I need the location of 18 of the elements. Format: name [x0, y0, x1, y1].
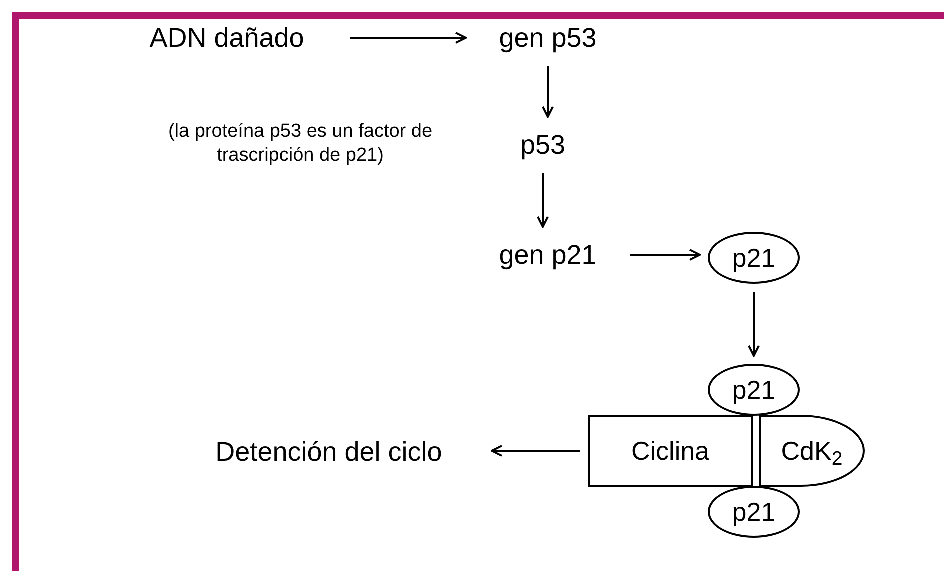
node-label: CdK$_{2}$	[781, 438, 843, 464]
node-label: p21	[732, 499, 776, 525]
node-text: p53	[520, 132, 566, 158]
node-label: p21	[732, 245, 776, 271]
arrow	[350, 32, 467, 44]
arrow	[537, 173, 549, 228]
arrow	[491, 445, 580, 457]
arrow	[542, 66, 554, 118]
node-text: ADN dañado	[150, 24, 304, 52]
arrow	[748, 292, 760, 357]
arrow	[630, 249, 701, 261]
node-label: Ciclina	[631, 438, 710, 464]
node-label: p21	[732, 377, 776, 403]
node-text: gen p53	[499, 24, 597, 52]
note-text: (la proteína p53 es un factor de trascripción de p21)	[167, 120, 434, 168]
node-text: Detención del ciclo	[216, 438, 442, 466]
protein-box	[588, 415, 753, 487]
node-text: gen p21	[499, 242, 597, 268]
